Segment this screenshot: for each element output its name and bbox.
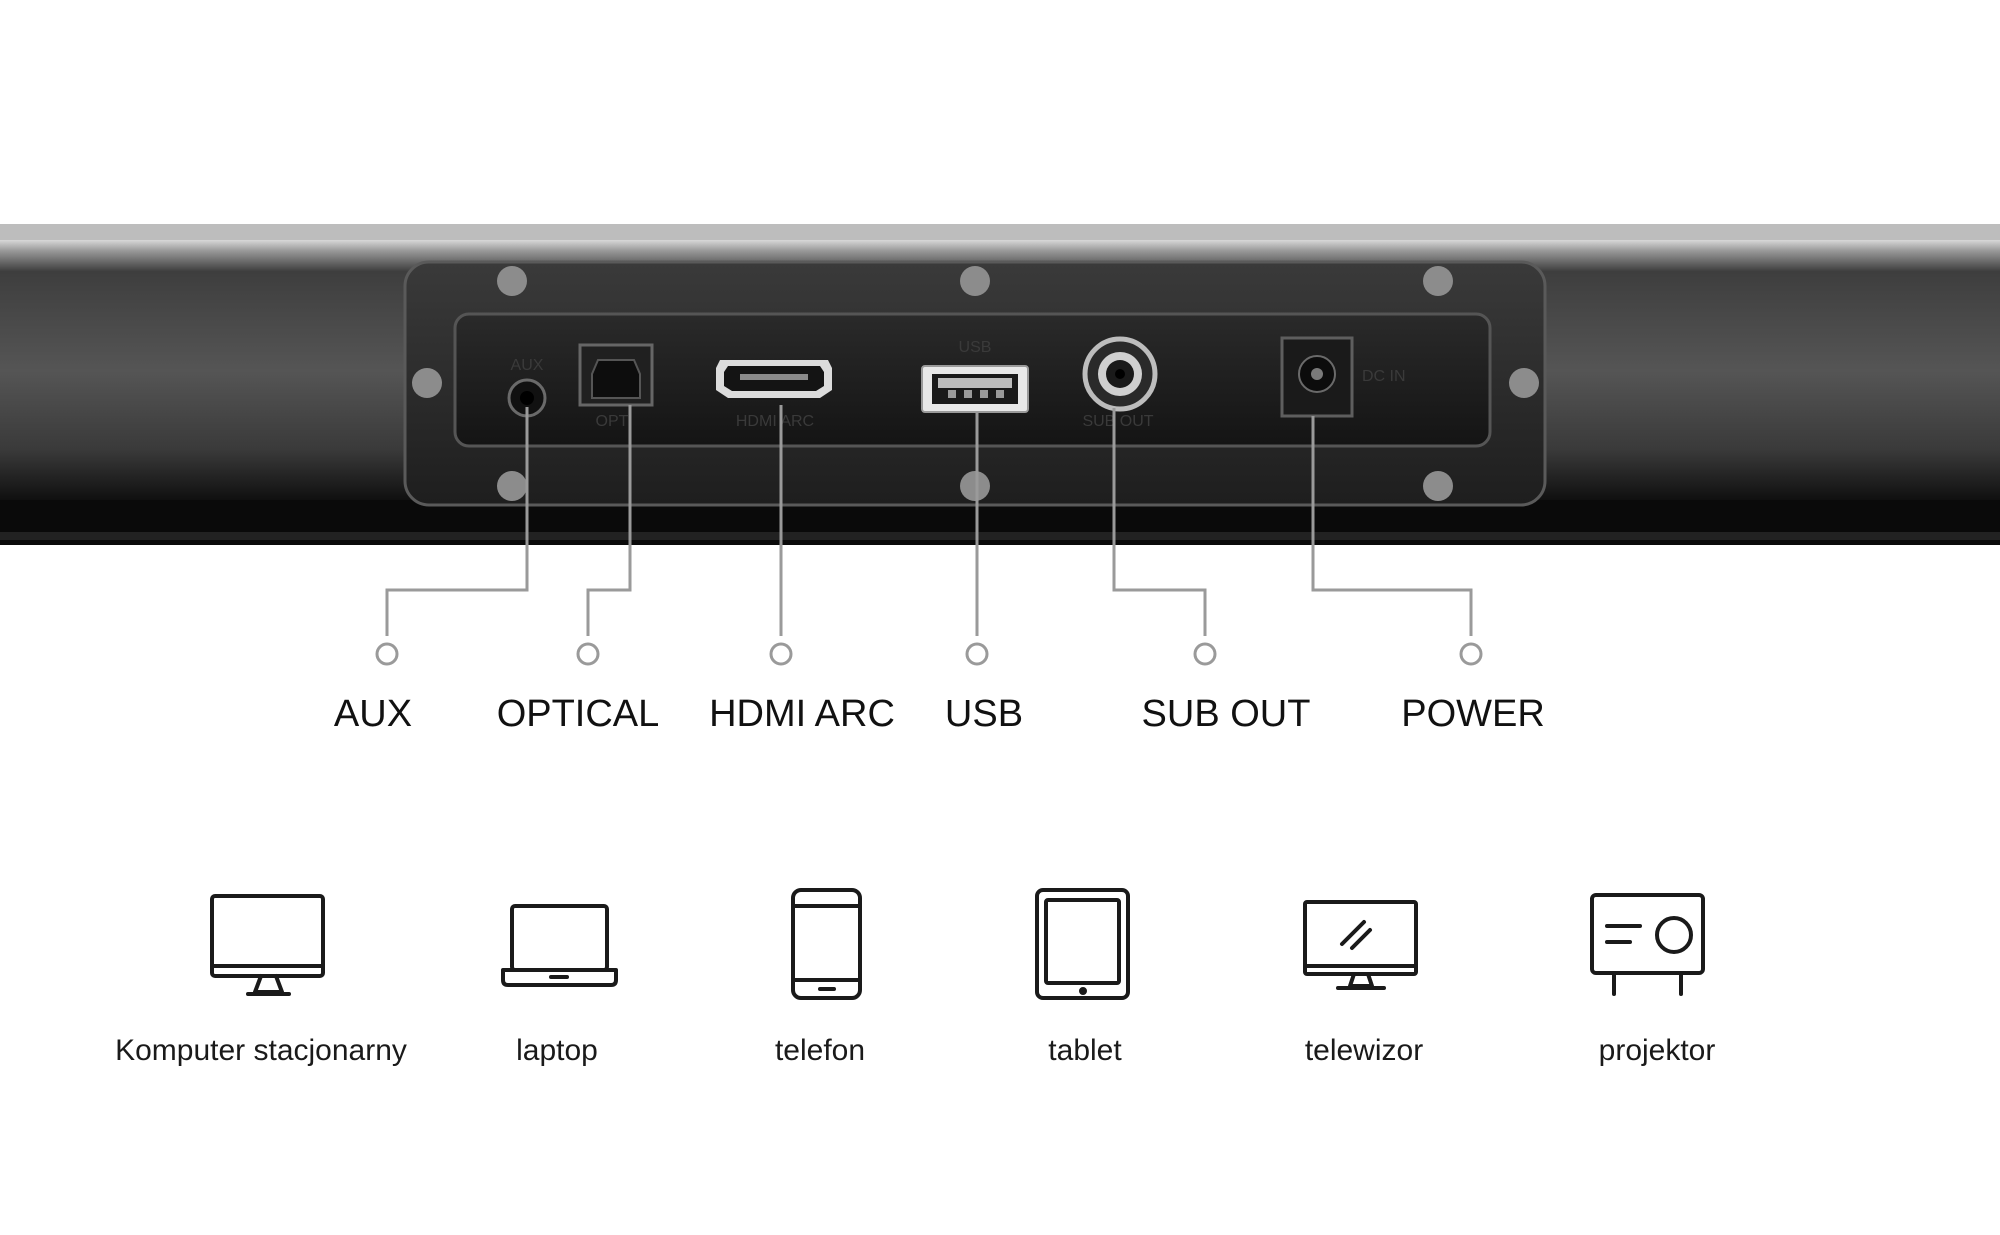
screw: [1423, 266, 1453, 296]
port-label-aux: AUX: [334, 693, 412, 735]
screw: [960, 471, 990, 501]
sub-out-print: SUB OUT: [1082, 413, 1153, 430]
usb-port: USB: [921, 339, 1029, 413]
callout-line-sub: [1112, 408, 1207, 636]
device-label-phone: telefon: [775, 1034, 865, 1067]
device-label-tv: telewizor: [1305, 1034, 1423, 1067]
screw: [412, 368, 442, 398]
screw: [960, 266, 990, 296]
callout-dots: [375, 642, 1483, 666]
screw: [497, 471, 527, 501]
callout-dot-usb: [965, 642, 989, 666]
connector-panel: AUX OPT HDMI ARC USB: [403, 260, 1547, 507]
port-label-sub: SUB OUT: [1142, 693, 1311, 735]
port-label-hdmi: HDMI ARC: [709, 693, 895, 735]
device-labels: Komputer stacjonarny laptop telefon tabl…: [115, 1034, 1715, 1067]
screw: [1423, 471, 1453, 501]
laptop-icon: [501, 904, 618, 987]
device-label-tablet: tablet: [1048, 1034, 1122, 1067]
smartphone-icon: [791, 888, 862, 1000]
callout-dot-aux: [375, 642, 399, 666]
tablet-icon: [1035, 888, 1130, 1000]
callout-lines: [385, 405, 1473, 636]
device-label-laptop: laptop: [516, 1034, 598, 1067]
port-label-power: POWER: [1401, 693, 1545, 735]
device-label-desktop: Komputer stacjonarny: [115, 1034, 407, 1067]
sub-out-jack: SUB OUT: [1082, 336, 1158, 430]
dc-in-print: DC IN: [1362, 368, 1406, 385]
device-icons: [210, 888, 1705, 1000]
soundbar-bottom-lip: [0, 532, 2000, 540]
aux-print: AUX: [511, 357, 544, 374]
callout-dot-sub: [1193, 642, 1217, 666]
hdmi-port: HDMI ARC: [716, 360, 832, 430]
port-labels: AUX OPTICAL HDMI ARC USB SUB OUT POWER: [334, 693, 1545, 735]
optical-port: OPT: [578, 343, 654, 430]
callout-line-aux: [385, 407, 529, 636]
hdmi-print: HDMI ARC: [736, 413, 814, 430]
callout-line-power: [1311, 416, 1473, 636]
port-label-optical: OPTICAL: [497, 693, 660, 735]
callout-dot-optical: [576, 642, 600, 666]
usb-print: USB: [959, 339, 992, 356]
screw: [1509, 368, 1539, 398]
callout-line-optical: [586, 405, 632, 636]
aux-jack: AUX: [507, 357, 547, 418]
port-label-usb: USB: [945, 693, 1023, 735]
device-label-projector: projektor: [1599, 1034, 1716, 1067]
dc-in-jack: DC IN: [1280, 336, 1406, 418]
screw: [497, 266, 527, 296]
tv-icon: [1303, 900, 1418, 990]
optical-print: OPT: [596, 413, 629, 430]
callout-dot-power: [1459, 642, 1483, 666]
callout-dot-hdmi: [769, 642, 793, 666]
desktop-monitor-icon: [210, 894, 325, 996]
projector-icon: [1590, 893, 1705, 996]
